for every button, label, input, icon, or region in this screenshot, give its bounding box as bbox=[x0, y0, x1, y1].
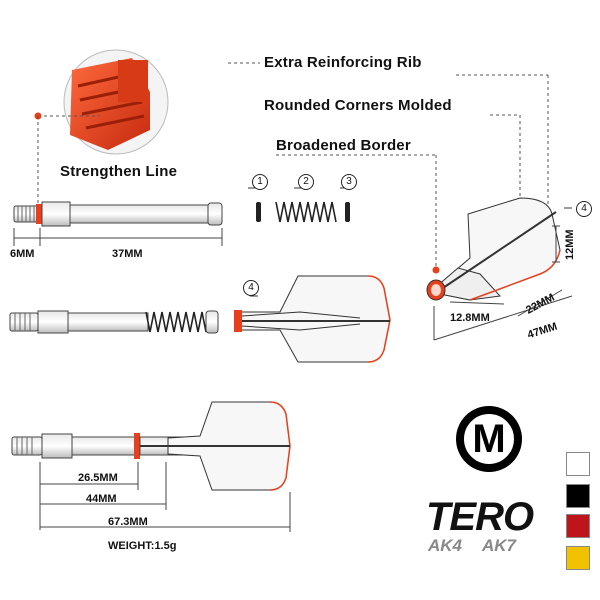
feature-strengthen-line: Strengthen Line bbox=[60, 163, 178, 180]
flight-middle bbox=[234, 275, 391, 363]
model-ak7: AK7 bbox=[482, 536, 517, 555]
shaft-top bbox=[13, 201, 223, 227]
flight-3d bbox=[426, 197, 561, 301]
length-dimension-lines bbox=[39, 462, 291, 532]
color-swatch-black bbox=[566, 484, 590, 508]
dim-total-length: 67.3MM bbox=[108, 516, 148, 528]
weight-label: WEIGHT:1.5g bbox=[108, 540, 177, 552]
feature-broadened-border: Broadened Border bbox=[276, 137, 411, 154]
marker-4-shaft: 4 bbox=[243, 280, 259, 296]
size-label: M bbox=[462, 412, 516, 466]
marker-4-flight: 4 bbox=[576, 201, 592, 217]
step-1-marker: 1 bbox=[252, 174, 268, 190]
flight-dimension-lines bbox=[433, 207, 573, 341]
thread-zoom-circle bbox=[63, 49, 169, 155]
dim-to-ring: 26.5MM bbox=[78, 472, 118, 484]
brand-logo: TERO bbox=[426, 495, 534, 539]
dim-flight-height: 12MM bbox=[564, 229, 576, 260]
shaft-middle bbox=[9, 310, 219, 334]
dim-to-flight: 44MM bbox=[86, 493, 117, 505]
size-badge: M bbox=[456, 406, 522, 472]
dim-thread: 6MM bbox=[10, 248, 35, 260]
dim-shaft: 37MM bbox=[112, 248, 143, 260]
color-swatch-yellow bbox=[566, 546, 590, 570]
feature-reinforcing-rib: Extra Reinforcing Rib bbox=[264, 54, 422, 71]
color-swatch-red bbox=[566, 514, 590, 538]
feature-rounded-corners: Rounded Corners Molded bbox=[264, 97, 452, 114]
step-3-marker: 3 bbox=[341, 174, 357, 190]
assembly-parts bbox=[248, 187, 350, 223]
model-ak4: AK4 bbox=[428, 536, 463, 555]
dim-flight-base: 12.8MM bbox=[450, 312, 490, 324]
dart-assembled bbox=[11, 401, 291, 491]
color-swatch-white bbox=[566, 452, 590, 476]
step-2-marker: 2 bbox=[298, 174, 314, 190]
